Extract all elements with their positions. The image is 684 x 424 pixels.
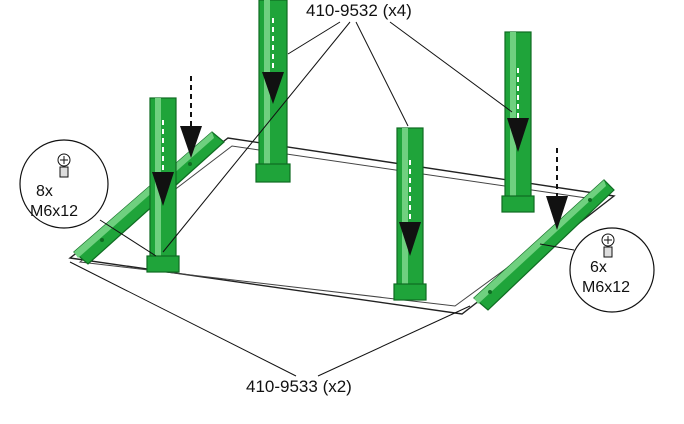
callout-right: 6x M6x12	[539, 227, 655, 313]
post-label-bg	[302, 0, 414, 20]
callout-right-size: M6x12	[582, 279, 630, 296]
post-part-label: 410-9532 (x4)	[306, 1, 412, 20]
callout-right-qty: 6x	[590, 259, 607, 276]
callout-left-size: M6x12	[30, 203, 78, 220]
callout-left: 8x M6x12	[19, 139, 157, 257]
rail-leader-lines	[69, 261, 471, 377]
post-front-right	[393, 127, 427, 301]
screw-icon	[601, 233, 615, 258]
post-leader-lines	[162, 21, 513, 253]
down-arrow-icon	[152, 72, 568, 256]
dashed-guides	[190, 76, 558, 196]
screw-icon	[57, 153, 71, 178]
post-back-right	[501, 31, 535, 213]
rail-part-label: 410-9533 (x2)	[246, 377, 352, 396]
callout-left-qty: 8x	[36, 183, 53, 200]
